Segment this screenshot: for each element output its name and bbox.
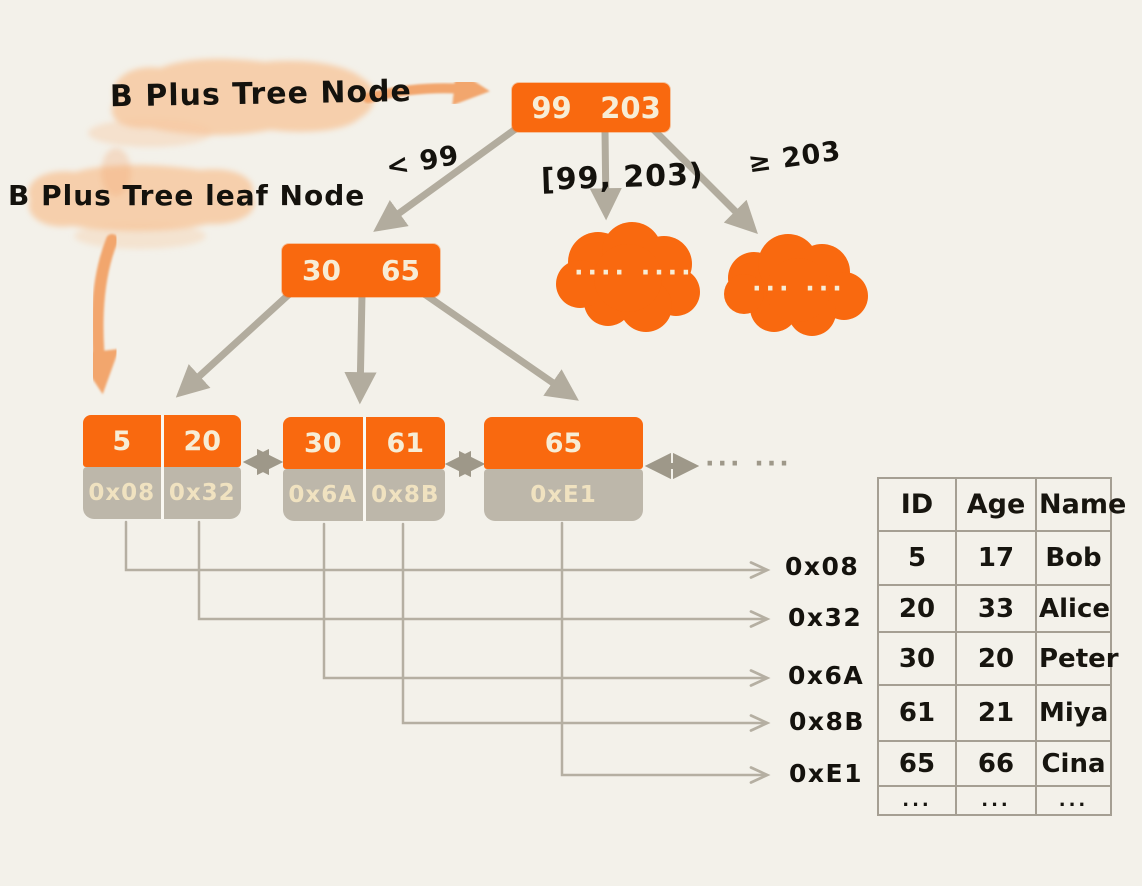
leaf-node-3: 65 0xE1	[484, 417, 643, 521]
tree-edges	[175, 116, 758, 405]
connector-0x32	[197, 520, 771, 628]
pointer-label-0x8B: 0x8B	[789, 707, 865, 736]
pointer-label-0x6A: 0x6A	[788, 661, 865, 690]
cell-name: ...	[1035, 785, 1112, 816]
subtree-cloud-2	[724, 234, 868, 336]
cell-name: Bob	[1035, 530, 1112, 586]
pointer-label-0x08: 0x08	[785, 552, 860, 581]
leaf-2-pointer-1: 0x6A	[288, 482, 358, 508]
leaf-node-label: B Plus Tree leaf Node	[8, 179, 366, 212]
cell-name: Miya	[1035, 684, 1112, 742]
leaf-1-pointer-1: 0x08	[88, 480, 156, 506]
internal-key-2: 65	[381, 254, 420, 287]
leaf-chain-ellipsis: ··· ···	[705, 449, 792, 478]
node-label: B Plus Tree Node	[109, 74, 413, 115]
cell-id: 65	[877, 740, 957, 787]
column-header-name: Name	[1035, 477, 1126, 532]
cell-age: 17	[955, 530, 1037, 586]
leaf-2-pointers: 0x6A 0x8B	[283, 469, 445, 521]
leaf-node-2: 30 61 0x6A 0x8B	[283, 417, 445, 521]
pointer-connectors	[124, 520, 771, 784]
column-header-id: ID	[877, 477, 957, 532]
leaf-3-pointers: 0xE1	[484, 469, 643, 521]
cell-name: Cina	[1035, 740, 1112, 787]
cell-name: Alice	[1035, 584, 1112, 633]
leaf-1-keys: 5 20	[83, 415, 241, 467]
connector-0xE1	[560, 521, 771, 784]
data-table: ID Age Name 5 17 Bob 20 33 Alice 30 20 P…	[877, 477, 1126, 816]
internal-node: 30 65	[282, 244, 440, 297]
cell-name: Peter	[1035, 631, 1119, 686]
cell-id: ...	[877, 785, 957, 816]
edge-label-range: [99, 203)	[540, 157, 705, 198]
leaf-2-keys: 30 61	[283, 417, 445, 469]
edge-internal-to-leaf-3	[416, 287, 579, 401]
root-node: 99 203	[512, 83, 670, 132]
leaf-2-pointer-2: 0x8B	[362, 469, 446, 521]
cloud-1-dots: ···· ····	[574, 258, 695, 287]
connector-0x8B	[401, 522, 771, 732]
table-header-row: ID Age Name	[877, 477, 1126, 532]
cell-id: 61	[877, 684, 957, 742]
column-header-age: Age	[955, 477, 1037, 532]
cell-id: 20	[877, 584, 957, 633]
table-row: 20 33 Alice	[877, 584, 1112, 633]
subtree-cloud-1	[556, 222, 700, 332]
highlight-node-label	[88, 58, 375, 147]
edge-internal-to-leaf-2	[344, 290, 377, 405]
cell-age: 33	[955, 584, 1037, 633]
leaf-1-key-1: 5	[112, 425, 132, 457]
leaf-3-key-1: 65	[544, 427, 583, 459]
cloud-2-dots: ··· ···	[752, 274, 846, 303]
internal-key-1: 30	[302, 254, 341, 287]
edge-internal-to-leaf-1	[175, 283, 301, 398]
table-row-ellipsis: ... ... ...	[877, 785, 1112, 816]
leaf-1-pointers: 0x08 0x32	[83, 467, 241, 519]
table-row: 30 20 Peter	[877, 631, 1119, 686]
cell-age: ...	[955, 785, 1037, 816]
edge-root-to-internal	[373, 116, 532, 232]
brush-arrow-to-root	[363, 69, 490, 106]
edge-root-to-cloud-2	[644, 120, 758, 234]
pointer-label-0x32: 0x32	[788, 603, 863, 632]
connector-0x08	[124, 520, 771, 579]
table-row: 5 17 Bob	[877, 530, 1112, 586]
leaf-3-keys: 65	[484, 417, 643, 469]
leaf-1-key-2: 20	[160, 415, 242, 467]
cell-id: 5	[877, 530, 957, 586]
cell-id: 30	[877, 631, 957, 686]
pointer-label-0xE1: 0xE1	[789, 759, 863, 788]
leaf-2-key-1: 30	[303, 427, 342, 459]
leaf-3-pointer-1: 0xE1	[530, 482, 597, 508]
table-row: 61 21 Miya	[877, 684, 1112, 742]
leaf-sibling-links	[242, 448, 700, 480]
leaf-2-key-2: 61	[362, 417, 446, 469]
connector-0x6A	[322, 522, 771, 687]
table-row: 65 66 Cina	[877, 740, 1112, 787]
brush-arrow-to-leaf	[76, 234, 120, 395]
root-key-2: 203	[600, 90, 661, 125]
cell-age: 66	[955, 740, 1037, 787]
cell-age: 20	[955, 631, 1037, 686]
leaf-node-1: 5 20 0x08 0x32	[83, 415, 241, 519]
root-key-1: 99	[531, 90, 572, 125]
edge-root-to-cloud-1	[589, 126, 622, 221]
leaf-1-pointer-2: 0x32	[160, 467, 242, 519]
cell-age: 21	[955, 684, 1037, 742]
